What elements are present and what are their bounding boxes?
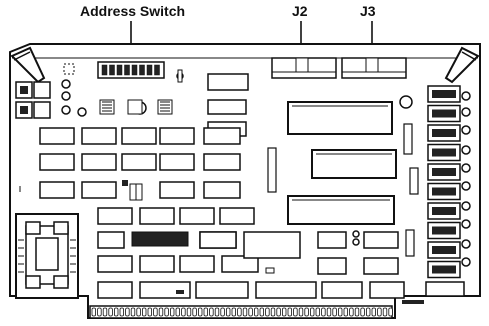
ic-chips [39, 73, 465, 299]
capacitor-5 [399, 95, 413, 109]
capacitor-10 [461, 125, 471, 135]
capacitor-11 [461, 145, 471, 155]
ic-chip-4 [81, 127, 117, 145]
ic-chip-36 [317, 257, 347, 275]
ic-chip-6 [159, 127, 195, 145]
ic-chip-7 [203, 127, 241, 145]
ic-chip-24 [139, 255, 175, 273]
capacitor-9 [461, 107, 471, 117]
right-ejector [444, 46, 480, 84]
ic-chip-29 [195, 281, 249, 299]
ic-chip-21 [97, 231, 125, 249]
ic-chip-38 [199, 231, 237, 249]
left-ejector [10, 46, 46, 84]
capacitor-12 [461, 163, 471, 173]
capacitor-3 [61, 105, 71, 115]
capacitor-15 [461, 219, 471, 229]
ic-chip-3 [39, 127, 75, 145]
ic-chip-10 [121, 153, 157, 171]
capacitor-13 [461, 181, 471, 191]
ic-chip-31 [321, 281, 363, 299]
address-switch-label: Address Switch [80, 3, 186, 19]
capacitor-17 [461, 257, 471, 267]
ic-chip-11 [159, 153, 195, 171]
ic-chip-34 [317, 231, 347, 249]
large-ic-1 [287, 101, 393, 135]
capacitor-14 [461, 201, 471, 211]
ic-chip-8 [39, 153, 75, 171]
ic-chip-5 [121, 127, 157, 145]
ic-chip-27 [97, 281, 133, 299]
ic-chip-20 [219, 207, 255, 225]
capacitor-4 [77, 107, 87, 117]
capacitors [61, 72, 471, 267]
address-switch [97, 61, 165, 79]
ic-chip-33 [425, 281, 465, 297]
j2-connector [271, 57, 337, 79]
ic-chip-19 [179, 207, 215, 225]
j3-connector [341, 57, 407, 79]
led-indicators [15, 81, 51, 119]
ic-mid [243, 231, 301, 259]
ic-chip-37 [363, 257, 399, 275]
dark-chip [131, 231, 189, 247]
capacitor-8 [461, 91, 471, 101]
ic-chip-32 [369, 281, 405, 299]
ic-chip-18 [139, 207, 175, 225]
j3-label: J3 [360, 3, 376, 19]
capacitor-6 [352, 230, 360, 238]
ic-chip-25 [179, 255, 215, 273]
ic-chip-15 [159, 181, 195, 199]
optocoupler-stack [427, 85, 461, 279]
capacitor-7 [352, 238, 360, 246]
capacitor-1 [61, 79, 71, 89]
ic-chip-1 [207, 99, 247, 115]
j2-label: J2 [292, 3, 308, 19]
ic-chip-35 [363, 231, 399, 249]
ic-chip-0 [207, 73, 249, 91]
ic-chip-26 [221, 255, 259, 273]
ic-chip-14 [81, 181, 117, 199]
large-ic-3 [287, 195, 395, 225]
relay-block [15, 213, 79, 299]
ic-chip-17 [97, 207, 133, 225]
ic-chip-12 [203, 153, 241, 171]
ic-chip-16 [203, 181, 241, 199]
large-ic-2 [311, 149, 397, 179]
ic-chip-30 [255, 281, 317, 299]
edge-connector [89, 305, 393, 319]
capacitor-2 [61, 91, 71, 101]
ic-chip-13 [39, 181, 75, 199]
ic-chip-23 [97, 255, 133, 273]
ic-chip-9 [81, 153, 117, 171]
capacitor-16 [461, 239, 471, 249]
